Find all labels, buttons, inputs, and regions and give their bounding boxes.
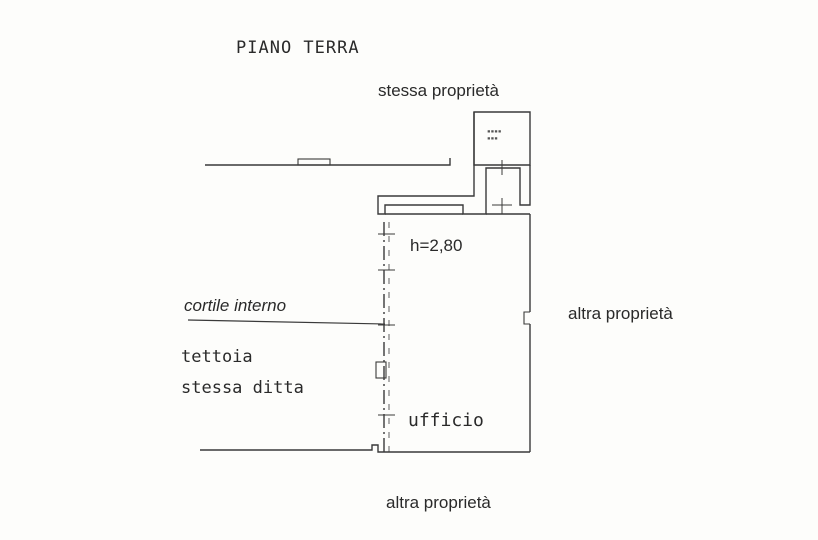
- canopy-label-line1: tettoia: [181, 347, 253, 367]
- office-right-notch: [523, 311, 530, 325]
- page-title: PIANO TERRA: [236, 38, 360, 58]
- boundary-line-bottom: [200, 444, 384, 453]
- stair-mark: [495, 160, 510, 175]
- room-name-label: ufficio: [408, 410, 484, 431]
- label-right-property: altra proprietà: [568, 304, 673, 323]
- left-wall-ticks: [378, 233, 395, 416]
- label-top-property: stessa proprietà: [378, 81, 499, 100]
- canopy-label-line2: stessa ditta: [181, 378, 304, 398]
- corridor-door: [492, 198, 512, 214]
- courtyard-leader: [187, 319, 386, 325]
- room-height-label: h=2,80: [410, 236, 463, 255]
- corridor-walls: [377, 112, 531, 215]
- stair-annotation: ▪▪▪▪▪▪▪: [487, 128, 502, 142]
- label-bottom-property: altra proprietà: [386, 493, 491, 512]
- boundary-window: [297, 158, 331, 166]
- stair-block: [473, 111, 531, 166]
- courtyard-label: cortile interno: [184, 296, 287, 315]
- boundary-line-top: [205, 158, 451, 166]
- left-wall-pier: [375, 361, 387, 379]
